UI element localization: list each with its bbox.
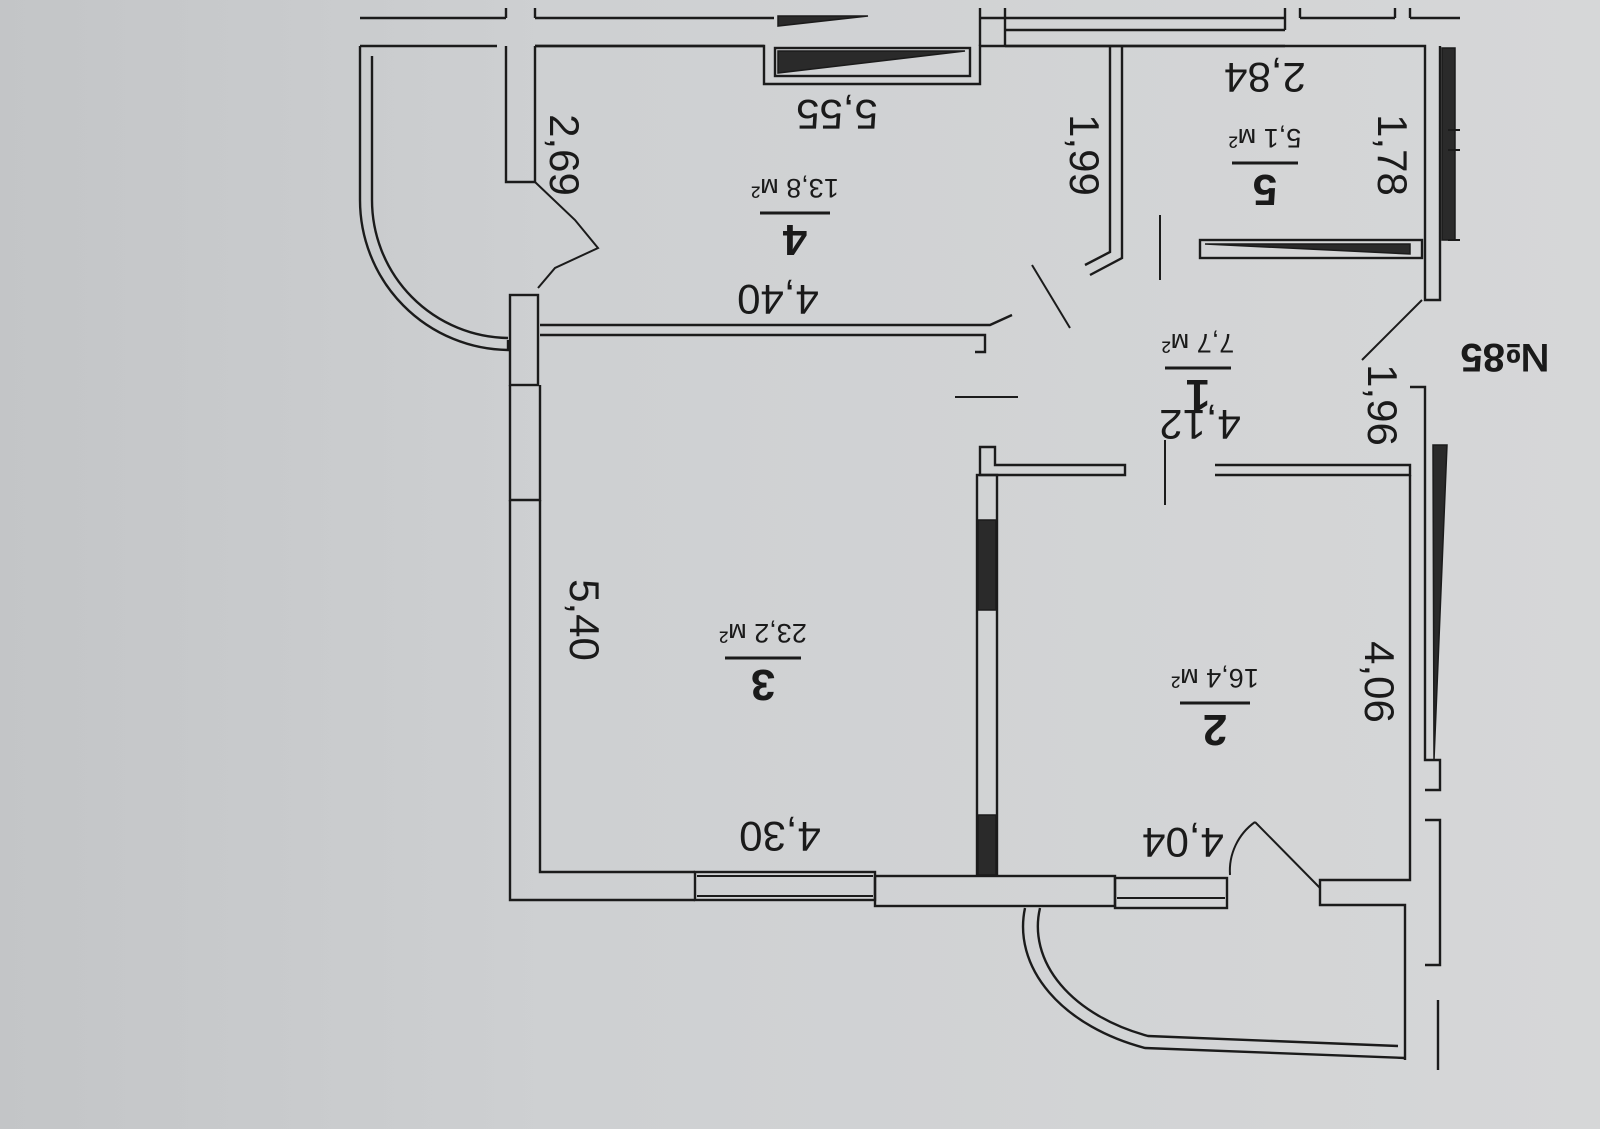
- top-wall-hatch: [777, 15, 869, 27]
- room-1-area: 7,7 м²: [1162, 328, 1235, 358]
- room-1-label: 1 7,7 м²: [1162, 328, 1235, 419]
- room-2-number: 2: [1203, 705, 1227, 754]
- dimension-5-55: 5,55: [796, 91, 878, 138]
- dimension-4-06: 4,06: [1356, 641, 1403, 723]
- room-3-label: 3 23,2 м²: [719, 618, 807, 709]
- room-4-area: 13,8 м²: [751, 173, 839, 203]
- apartment-number: №85: [1460, 335, 1549, 379]
- bottom-balcony: [1021, 907, 1406, 1060]
- room-5-walls: [1122, 44, 1460, 361]
- dimension-1-78: 1,78: [1369, 114, 1416, 196]
- room-4-label: 4 13,8 м²: [751, 173, 839, 264]
- room-5-number: 5: [1253, 165, 1277, 214]
- room-1-number: 1: [1186, 370, 1210, 419]
- partition-hatch: [1204, 243, 1411, 255]
- room-5-label: 5 5,1 м²: [1229, 123, 1302, 214]
- dimension-2-69: 2,69: [541, 114, 588, 196]
- dimension-4-04: 4,04: [1142, 819, 1224, 866]
- room-4-walls: [534, 44, 1124, 289]
- dimension-1-99: 1,99: [1061, 114, 1108, 196]
- dimension-5-40: 5,40: [561, 579, 608, 661]
- dimension-4-30: 4,30: [739, 813, 821, 860]
- room-3-number: 3: [751, 660, 775, 709]
- dimension-4-12: 4,12: [1159, 401, 1241, 448]
- title-label: №85: [1460, 335, 1549, 379]
- divider-wall-4-3: [508, 264, 1071, 398]
- divider-hatch-upper: [977, 519, 997, 611]
- divider-wall-3-2: [975, 473, 999, 877]
- room-3-area: 23,2 м²: [719, 618, 807, 648]
- dimension-1-96: 1,96: [1359, 364, 1406, 446]
- left-balcony: [358, 46, 537, 352]
- room-4-number: 4: [782, 215, 807, 264]
- top-walls: [360, 8, 1460, 48]
- room-5-area: 5,1 м²: [1229, 123, 1302, 153]
- dimension-4-40: 4,40: [737, 276, 819, 323]
- window-hatch: [777, 50, 966, 74]
- room-2-area: 16,4 м²: [1171, 663, 1259, 693]
- divider-hatch-lower: [977, 814, 997, 876]
- room-5-wall-hatch: [1441, 47, 1456, 241]
- room-2-wall-hatch: [1432, 444, 1448, 761]
- room-2-walls: [1228, 444, 1448, 1070]
- room-2-label: 2 16,4 м²: [1171, 663, 1259, 754]
- dimension-2-84: 2,84: [1224, 54, 1306, 101]
